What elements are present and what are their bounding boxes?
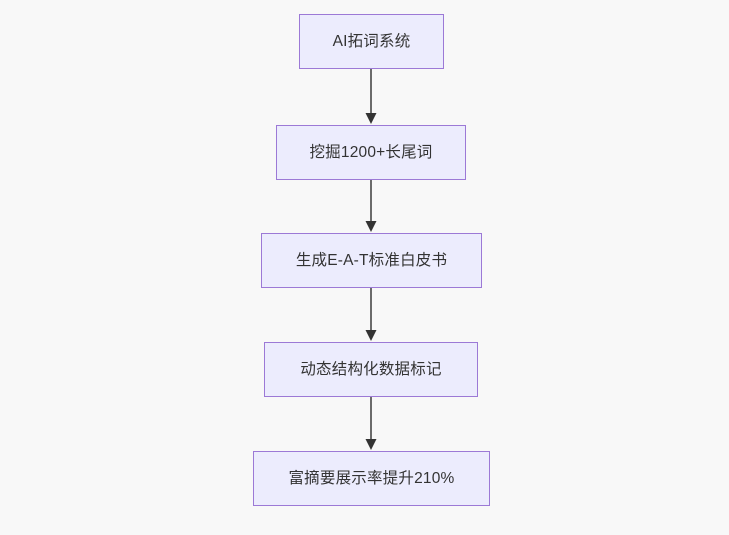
flowchart-node-dynamic-structured-data-markup[interactable]: 动态结构化数据标记 — [264, 342, 478, 397]
flowchart-node-ai-keyword-system[interactable]: AI拓词系统 — [299, 14, 444, 69]
node-label: 富摘要展示率提升210% — [288, 469, 455, 487]
edge-node1-to-node2 — [358, 69, 384, 125]
edge-node2-to-node3 — [358, 180, 384, 233]
flowchart-node-rich-snippet-rate-increase[interactable]: 富摘要展示率提升210% — [253, 451, 490, 506]
edge-node4-to-node5 — [358, 397, 384, 451]
arrow-icon — [365, 288, 377, 341]
node-label: AI拓词系统 — [332, 32, 411, 50]
flowchart-node-mine-longtail-keywords[interactable]: 挖掘1200+长尾词 — [276, 125, 466, 180]
edge-node3-to-node4 — [358, 288, 384, 342]
arrow-icon — [365, 180, 377, 232]
arrow-icon — [365, 397, 377, 450]
node-label: 生成E-A-T标准白皮书 — [295, 251, 448, 269]
arrow-icon — [365, 69, 377, 124]
flowchart-node-generate-eat-whitepaper[interactable]: 生成E-A-T标准白皮书 — [261, 233, 482, 288]
node-label: 挖掘1200+长尾词 — [309, 143, 433, 161]
node-label: 动态结构化数据标记 — [300, 360, 442, 378]
